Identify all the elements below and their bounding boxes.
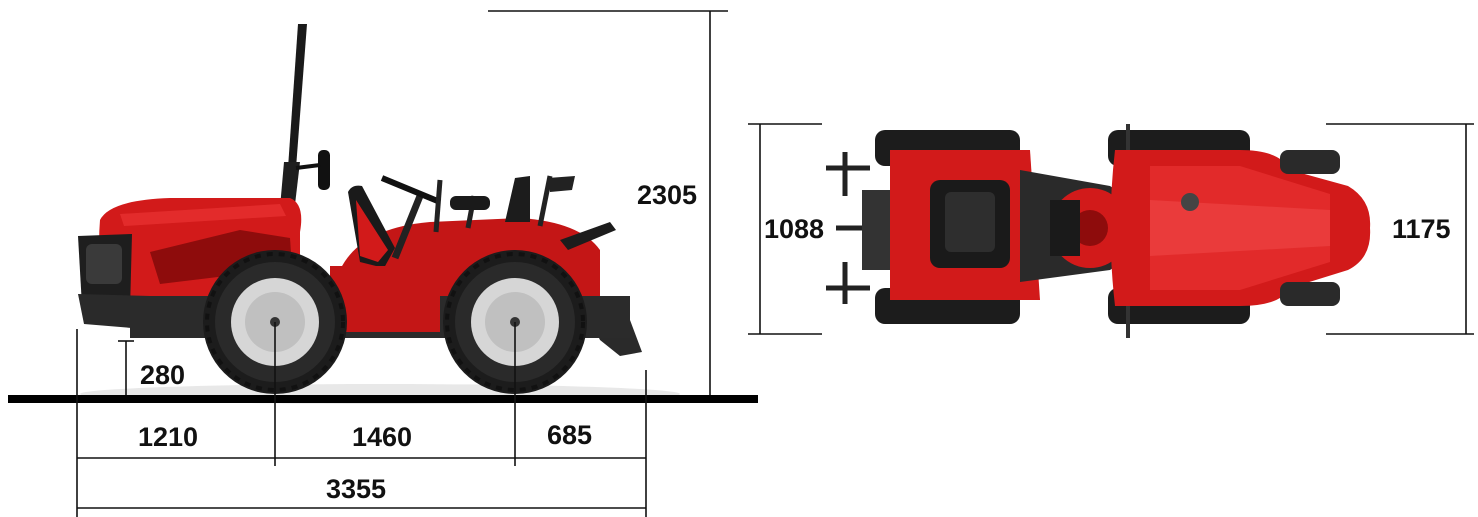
front-overhang-label: 1210	[138, 422, 199, 452]
side-dimension-lines	[76, 10, 728, 517]
top-dimension-lines	[748, 123, 1474, 335]
tractor-top-view	[826, 124, 1371, 338]
rear-overhang-label: 685	[547, 420, 593, 450]
tractor-side-view	[78, 24, 680, 404]
ground-line	[8, 395, 758, 403]
front-width-label: 1088	[764, 214, 825, 244]
ground-clearance-label: 280	[140, 360, 186, 390]
rear-width-label: 1175	[1392, 214, 1451, 244]
overall-length-label: 3355	[326, 474, 387, 504]
wheelbase-label: 1460	[352, 422, 413, 452]
overall-height-label: 2305	[637, 180, 698, 210]
